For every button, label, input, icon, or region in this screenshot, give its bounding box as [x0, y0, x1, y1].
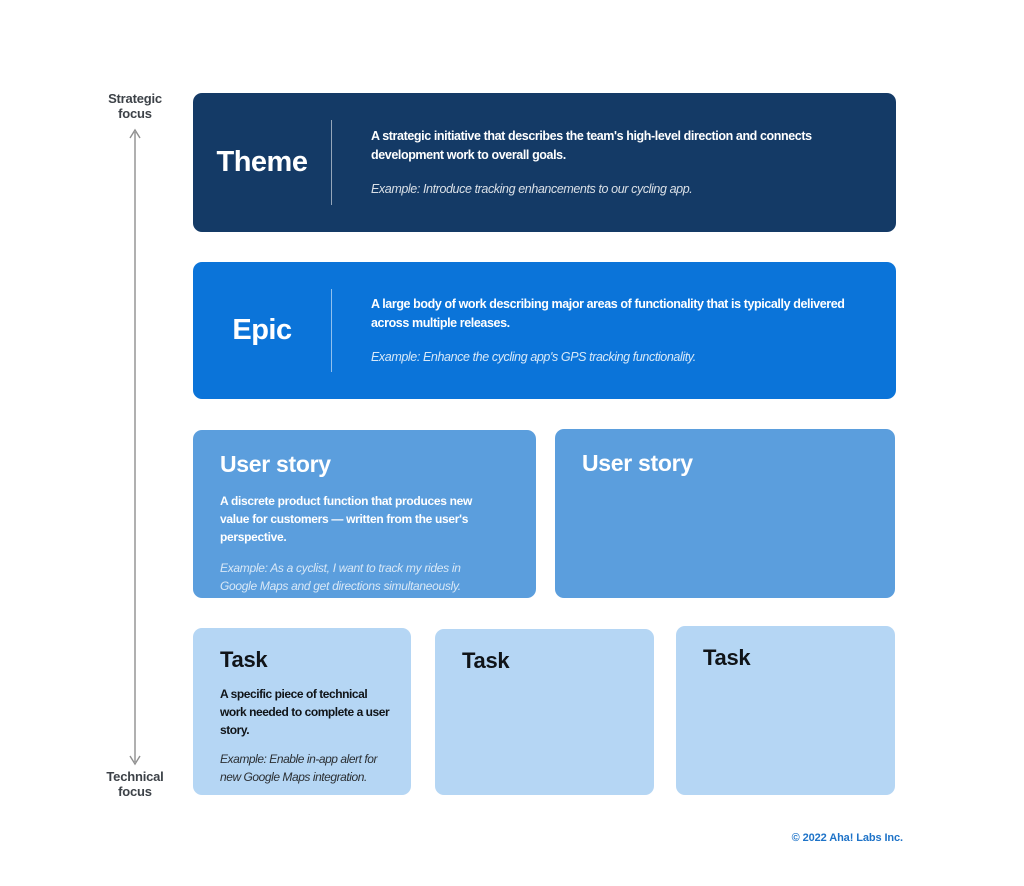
- task-description: A specific piece of technical work neede…: [220, 687, 390, 737]
- epic-body: A large body of work describing major ar…: [332, 262, 896, 399]
- theme-title: Theme: [216, 146, 308, 178]
- theme-body: A strategic initiative that describes th…: [332, 93, 896, 232]
- theme-example: Example: Introduce tracking enhancements…: [371, 181, 693, 196]
- user-story-example: Example: As a cyclist, I want to track m…: [220, 561, 461, 593]
- task-card-right: Task: [676, 626, 895, 795]
- theme-card: Theme A strategic initiative that descri…: [193, 93, 896, 232]
- user-story-description: A discrete product function that produce…: [220, 494, 473, 544]
- user-story-title: User story: [582, 450, 693, 476]
- theme-description: A strategic initiative that describes th…: [371, 128, 812, 163]
- copyright-notice: © 2022 Aha! Labs Inc.: [791, 832, 903, 844]
- epic-card: Epic A large body of work describing maj…: [193, 262, 896, 399]
- vertical-divider: [331, 289, 332, 372]
- vertical-divider: [331, 120, 332, 205]
- task-title: Task: [220, 647, 268, 672]
- task-card-middle: Task: [435, 629, 654, 795]
- epic-title-column: Epic: [193, 262, 331, 399]
- technical-focus-label: Technical focus: [106, 769, 164, 800]
- epic-description: A large body of work describing major ar…: [371, 296, 845, 331]
- task-title: Task: [703, 645, 751, 670]
- user-story-title: User story: [220, 451, 331, 477]
- user-story-card-right: User story: [555, 429, 895, 598]
- task-card-left: Task A specific piece of technical work …: [193, 628, 411, 795]
- epic-title: Epic: [232, 314, 292, 346]
- strategic-focus-label: Strategic focus: [108, 91, 162, 122]
- task-title: Task: [462, 648, 510, 673]
- theme-title-column: Theme: [193, 93, 331, 232]
- epic-example: Example: Enhance the cycling app's GPS t…: [371, 349, 696, 364]
- task-example: Example: Enable in-app alert for new Goo…: [220, 752, 378, 784]
- double-arrow-line: [129, 128, 141, 766]
- user-story-card-left: User story A discrete product function t…: [193, 430, 536, 598]
